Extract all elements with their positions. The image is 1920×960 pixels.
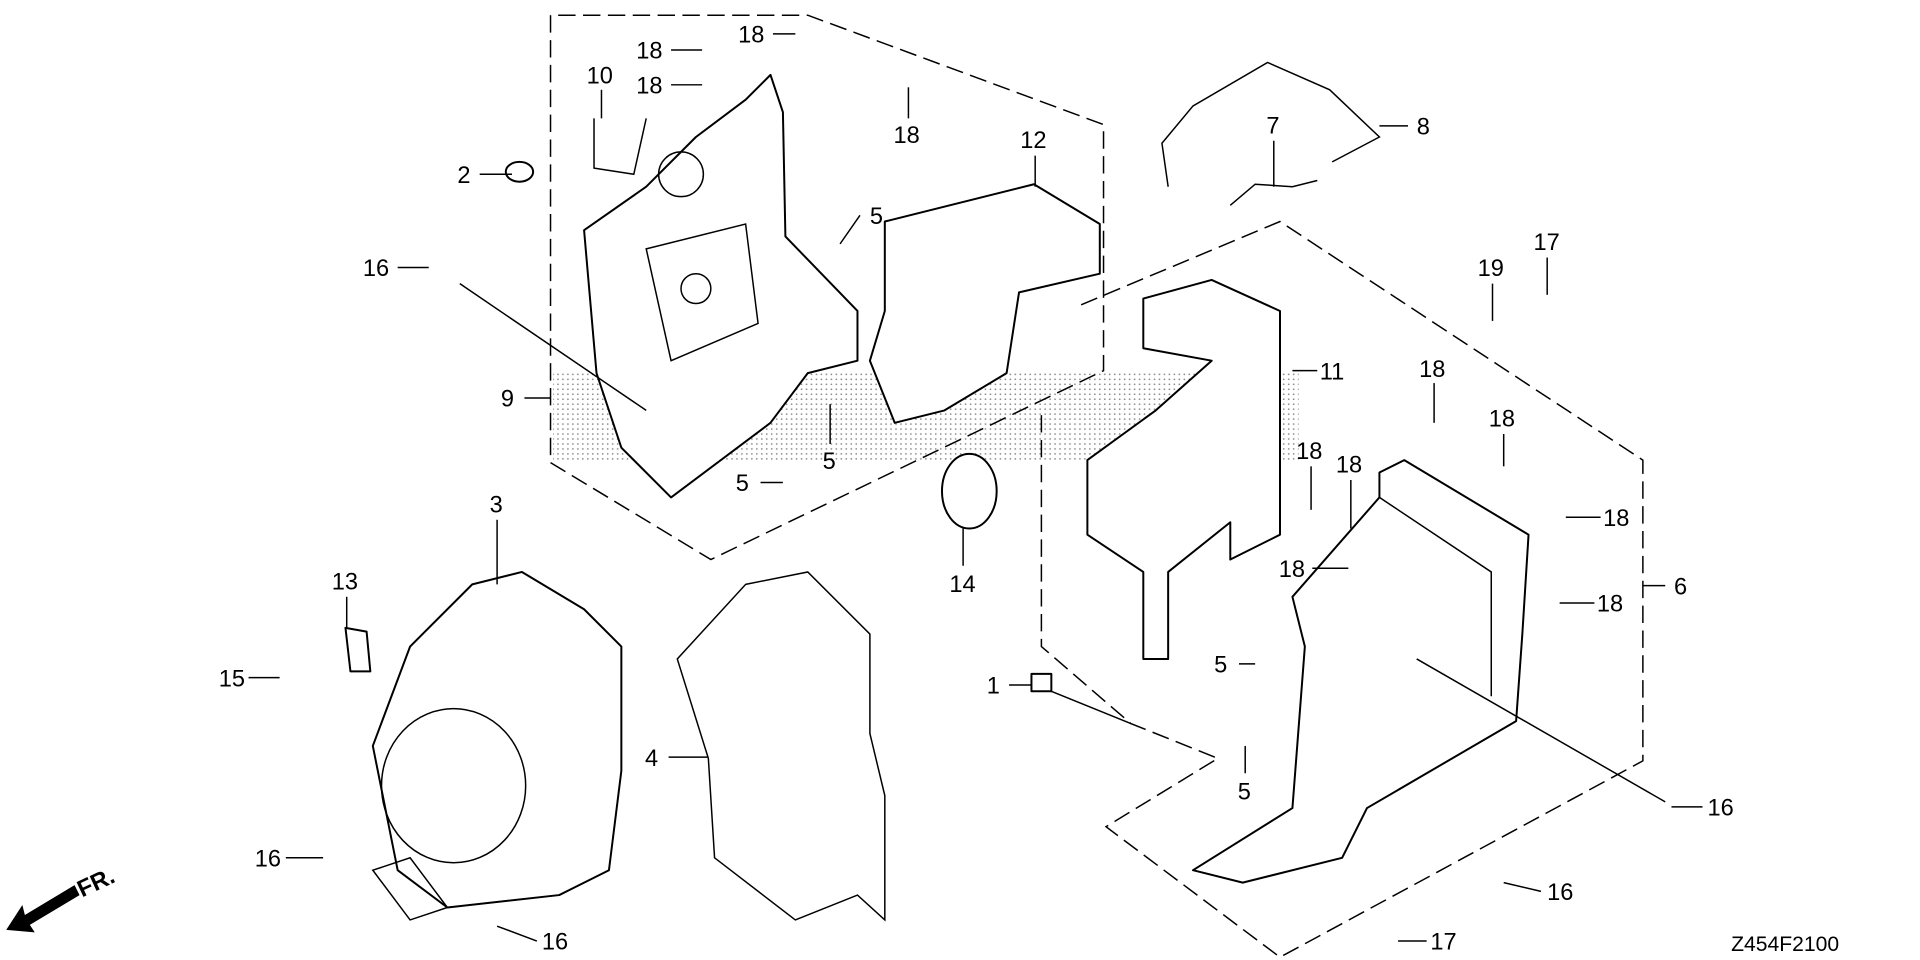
callout-16: 16 [1707,796,1733,822]
part-12-plate [868,183,1101,424]
callout-4: 4 [645,746,658,772]
leader-line [1051,690,1132,725]
part-1-clip [1030,672,1053,693]
leader-lines [248,33,1703,942]
callout-18: 18 [1597,592,1623,618]
front-direction-indicator: FR. [6,863,119,933]
callout-9: 9 [501,387,514,413]
leader-line [1503,881,1542,893]
callout-16: 16 [363,256,389,282]
callout-10: 10 [587,64,613,90]
callout-18: 18 [1279,557,1305,583]
callout-14: 14 [949,572,975,598]
part-13-bracket [344,626,372,673]
callout-19: 19 [1478,256,1504,282]
assembly-frame-right [1040,220,1644,959]
part-muffler [1192,459,1530,884]
callout-16: 16 [255,846,281,872]
callout-1: 1 [987,674,1000,700]
callout-18: 18 [1419,357,1445,383]
arrow-icon [6,885,80,933]
callout-6: 6 [1674,574,1687,600]
callout-18: 18 [1489,407,1515,433]
callout-12: 12 [1020,128,1046,154]
callout-16: 16 [1547,880,1573,906]
leader-line [839,214,861,245]
callout-8: 8 [1417,115,1430,141]
callout-5: 5 [870,204,883,230]
callout-2: 2 [457,163,470,189]
part-4-gasket [676,571,886,922]
callout-15: 15 [219,666,245,692]
callout-3: 3 [490,492,503,518]
callout-18: 18 [1296,439,1322,465]
part-upper-shroud [583,73,859,499]
callout-5: 5 [1238,779,1251,805]
part-11-cover [1086,278,1281,660]
callout-5: 5 [736,471,749,497]
callout-18: 18 [636,74,662,100]
part-fan-cover [371,570,623,921]
leader-line [459,283,647,412]
callout-7: 7 [1266,113,1279,139]
part-10-hose [593,118,647,176]
part-2-grommet [504,160,535,183]
assembly-frame-upper [549,14,1105,561]
leader-line [1416,658,1666,803]
callout-11: 11 [1320,359,1345,385]
leader-line [496,925,538,942]
callout-5: 5 [1214,653,1227,679]
callout-17: 17 [1534,230,1560,256]
front-label: FR. [74,863,119,903]
callout-5: 5 [823,449,836,475]
callout-18: 18 [894,123,920,149]
diagram-code: Z454F2100 [1731,933,1839,956]
callout-13: 13 [332,569,358,595]
part-14-cap [940,452,998,530]
callout-18: 18 [1603,506,1629,532]
callout-18: 18 [738,23,764,49]
part-8-rod [1161,61,1381,187]
callout-16: 16 [542,930,568,956]
callout-17: 17 [1430,930,1456,956]
callout-18: 18 [1336,453,1362,479]
callout-18: 18 [636,39,662,65]
